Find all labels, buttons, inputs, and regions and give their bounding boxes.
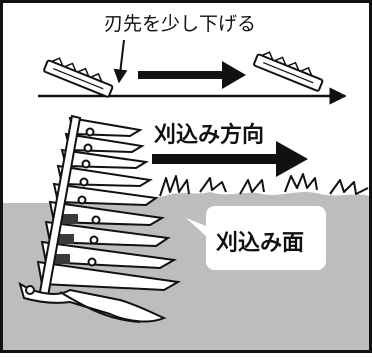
tip-pointer-arrow xyxy=(113,39,128,84)
movement-arrow-top xyxy=(138,61,246,89)
trimmer-blade-large xyxy=(18,114,182,323)
trimmer-icon-right xyxy=(253,51,324,92)
mowing-surface-label: 刈込み面 xyxy=(216,231,304,256)
grass-tufts xyxy=(159,173,369,197)
trimmer-icon-left xyxy=(43,57,114,98)
lower-tip-label: 刃先を少し下げる xyxy=(104,13,256,35)
mowing-direction-label: 刈込み方向 xyxy=(154,122,264,148)
mowing-direction-arrow xyxy=(152,141,308,177)
surface-callout xyxy=(186,206,326,270)
